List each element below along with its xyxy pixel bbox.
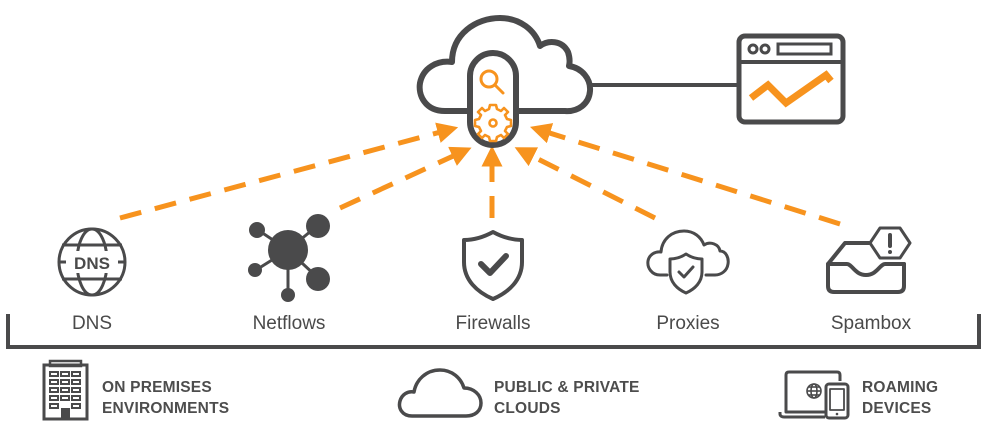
env-roaming-line1: ROAMING — [862, 379, 938, 396]
search-icon — [479, 69, 505, 95]
env-roaming-line2: DEVICES — [862, 400, 931, 417]
hub-cloud-outline — [416, 15, 594, 115]
cloud-analytics-hub — [416, 15, 594, 148]
env-on-premises-line2: ENVIRONMENTS — [102, 400, 229, 417]
inbox-alert-icon — [826, 226, 912, 294]
env-on-premises-line1: ON PREMISES — [102, 379, 212, 396]
sources-bracket — [6, 314, 981, 349]
hub-capsule — [467, 50, 519, 148]
gear-icon — [473, 103, 513, 143]
data-flow-arrows — [119, 122, 841, 227]
arrow-proxies-to-hub — [514, 147, 657, 221]
shield-check-icon — [462, 230, 524, 301]
env-clouds-line2: CLOUDS — [494, 400, 561, 417]
env-clouds-line1: PUBLIC & PRIVATE — [494, 379, 640, 396]
globe-icon — [806, 383, 822, 399]
cloud-icon — [397, 368, 483, 418]
dns-glyph-text: DNS — [74, 254, 110, 273]
dns-globe-icon — [57, 227, 127, 297]
arrow-spambox-to-hub — [529, 123, 841, 227]
source-label-firewalls: Firewalls — [456, 313, 531, 334]
building-icon — [42, 359, 89, 421]
arrow-dns-to-hub — [119, 122, 459, 221]
browser-chart-icon — [736, 33, 846, 125]
network-nodes-icon — [248, 214, 330, 302]
source-label-spambox: Spambox — [831, 313, 912, 334]
laptop-phone-icon — [778, 370, 850, 420]
source-label-proxies: Proxies — [656, 313, 719, 334]
source-label-netflows: Netflows — [253, 313, 326, 334]
arrow-netflows-to-hub — [338, 146, 472, 211]
source-label-dns: DNS — [72, 313, 112, 334]
cloud-shield-icon — [646, 229, 730, 295]
